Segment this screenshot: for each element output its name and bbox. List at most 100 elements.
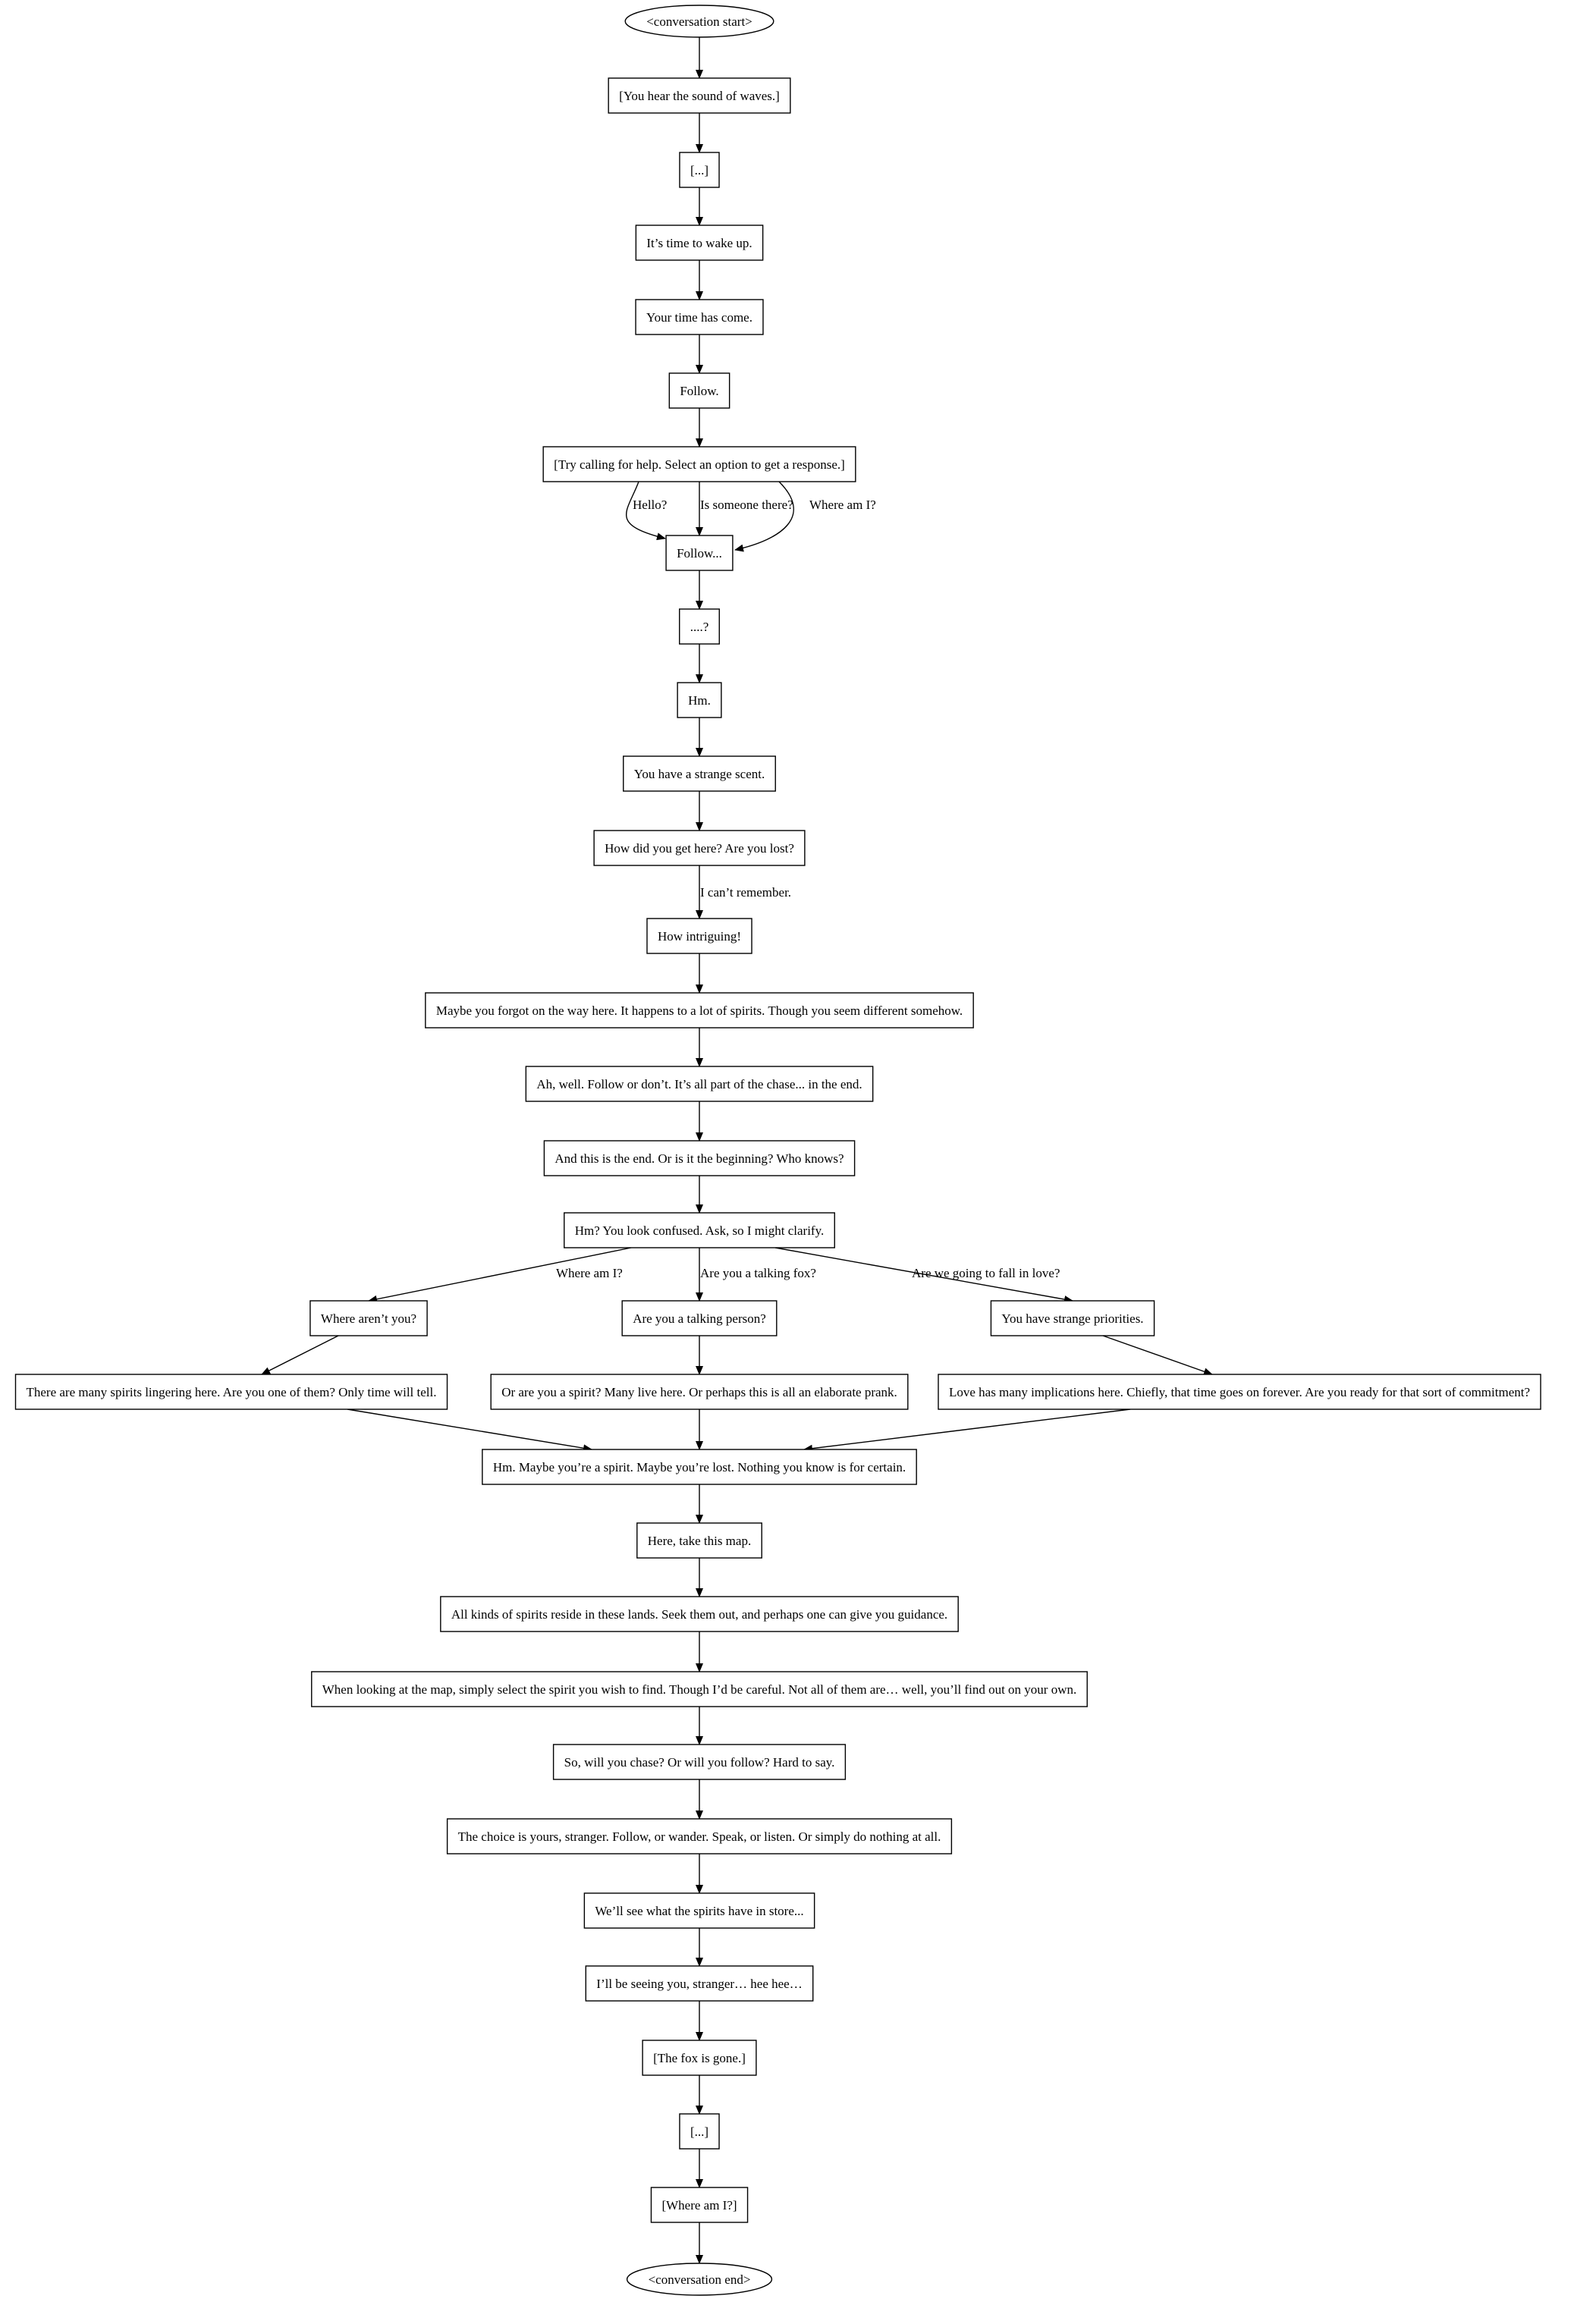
dialogue-node: [You hear the sound of waves.] bbox=[608, 77, 791, 114]
conversation-start-node: <conversation start> bbox=[624, 5, 774, 38]
node-label: We’ll see what the spirits have in store… bbox=[595, 1904, 803, 1918]
node-box bbox=[593, 830, 806, 866]
terminal-ellipse bbox=[626, 2263, 773, 2296]
dialogue-node: You have a strange scent. bbox=[623, 755, 776, 792]
node-box bbox=[650, 2187, 749, 2223]
node-label: Are you a talking person? bbox=[633, 1311, 766, 1326]
node-box bbox=[679, 608, 720, 645]
node-label: Follow. bbox=[680, 384, 718, 398]
node-label: The choice is yours, stranger. Follow, o… bbox=[458, 1829, 941, 1844]
node-box bbox=[635, 225, 764, 261]
dialogue-node: Your time has come. bbox=[635, 299, 764, 335]
node-box bbox=[585, 1965, 814, 2002]
edge-labels: Hello?Is someone there?Where am I?I can’… bbox=[556, 498, 1060, 1280]
dialogue-node: The choice is yours, stranger. Follow, o… bbox=[446, 1818, 953, 1854]
edge-label: Are we going to fall in love? bbox=[912, 1266, 1060, 1280]
node-label: Hm? You look confused. Ask, so I might c… bbox=[575, 1223, 825, 1238]
dialogue-node: [...] bbox=[679, 2113, 720, 2150]
node-label: It’s time to wake up. bbox=[646, 236, 752, 250]
node-box bbox=[440, 1596, 959, 1632]
dialogue-node: Or are you a spirit? Many live here. Or … bbox=[490, 1374, 909, 1410]
dialogue-node: [Where am I?] bbox=[650, 2187, 749, 2223]
node-label: You have strange priorities. bbox=[1001, 1311, 1143, 1326]
dialogue-node: Hm? You look confused. Ask, so I might c… bbox=[564, 1212, 835, 1248]
edge-arrow bbox=[803, 1409, 1131, 1452]
dialogue-node: ....? bbox=[679, 608, 720, 645]
dialogue-node: [...] bbox=[679, 152, 720, 188]
node-box bbox=[542, 446, 856, 482]
node-box bbox=[668, 372, 730, 409]
edge-label: Are you a talking fox? bbox=[700, 1266, 816, 1280]
node-label: [...] bbox=[690, 2125, 708, 2139]
node-label: Maybe you forgot on the way here. It hap… bbox=[436, 1003, 963, 1018]
edge-label: I can’t remember. bbox=[700, 885, 791, 900]
node-box bbox=[564, 1212, 835, 1248]
node-box bbox=[583, 1892, 815, 1929]
edge-arrow bbox=[1102, 1335, 1213, 1376]
node-label: ....? bbox=[690, 620, 709, 634]
node-box bbox=[425, 992, 974, 1029]
dialogue-node: When looking at the map, simply select t… bbox=[311, 1671, 1088, 1707]
edge-arrow bbox=[368, 1247, 632, 1303]
edge-arrow bbox=[261, 1335, 339, 1375]
node-label: How did you get here? Are you lost? bbox=[605, 841, 794, 856]
node-label: [The fox is gone.] bbox=[653, 2051, 746, 2065]
dialogue-node: Ah, well. Follow or don’t. It’s all part… bbox=[525, 1066, 874, 1102]
node-box bbox=[623, 755, 776, 792]
node-label: Follow... bbox=[677, 546, 722, 561]
node-label: [You hear the sound of waves.] bbox=[619, 89, 780, 103]
dialogue-node: Love has many implications here. Chiefly… bbox=[938, 1374, 1541, 1410]
dialogue-node: Are you a talking person? bbox=[621, 1300, 778, 1336]
dialogue-node: Where aren’t you? bbox=[309, 1300, 428, 1336]
edge-label: Hello? bbox=[633, 498, 667, 512]
node-label: All kinds of spirits reside in these lan… bbox=[451, 1607, 947, 1622]
node-box bbox=[665, 535, 734, 571]
node-label: So, will you chase? Or will you follow? … bbox=[564, 1755, 835, 1770]
dialogue-node: Here, take this map. bbox=[636, 1522, 762, 1559]
dialogue-node: Follow. bbox=[668, 372, 730, 409]
node-box bbox=[446, 1818, 953, 1854]
node-box bbox=[636, 1522, 762, 1559]
edge-arrow bbox=[774, 1247, 1073, 1303]
node-label: [Where am I?] bbox=[661, 2198, 737, 2212]
node-box bbox=[490, 1374, 909, 1410]
node-box bbox=[482, 1449, 917, 1485]
dialogue-node: And this is the end. Or is it the beginn… bbox=[543, 1140, 856, 1176]
dialogue-node: How did you get here? Are you lost? bbox=[593, 830, 806, 866]
dialogue-node: Follow... bbox=[665, 535, 734, 571]
dialogue-node: There are many spirits lingering here. A… bbox=[14, 1374, 448, 1410]
dialogue-node: Maybe you forgot on the way here. It hap… bbox=[425, 992, 974, 1029]
node-label: There are many spirits lingering here. A… bbox=[26, 1385, 436, 1399]
edges bbox=[261, 37, 1213, 2264]
node-box bbox=[543, 1140, 856, 1176]
node-label: You have a strange scent. bbox=[634, 767, 765, 781]
node-label: Hm. bbox=[688, 693, 711, 708]
terminal-ellipse bbox=[624, 5, 774, 38]
node-label: Ah, well. Follow or don’t. It’s all part… bbox=[536, 1077, 862, 1091]
dialogue-node: Hm. Maybe you’re a spirit. Maybe you’re … bbox=[482, 1449, 917, 1485]
edge-label: Where am I? bbox=[809, 498, 876, 512]
dialogue-node: I’ll be seeing you, stranger… hee hee… bbox=[585, 1965, 814, 2002]
node-label: <conversation end> bbox=[649, 2272, 751, 2287]
dialogue-node: We’ll see what the spirits have in store… bbox=[583, 1892, 815, 1929]
edge-arrow bbox=[734, 481, 794, 552]
node-label: Hm. Maybe you’re a spirit. Maybe you’re … bbox=[493, 1460, 906, 1474]
node-label: <conversation start> bbox=[646, 14, 752, 29]
edge-arrow bbox=[347, 1409, 592, 1452]
node-box bbox=[311, 1671, 1088, 1707]
node-label: Where aren’t you? bbox=[321, 1311, 416, 1326]
edge-arrow bbox=[625, 481, 666, 541]
node-box bbox=[309, 1300, 428, 1336]
node-box bbox=[677, 682, 722, 718]
node-box bbox=[552, 1744, 847, 1780]
node-box bbox=[679, 2113, 720, 2150]
node-box bbox=[938, 1374, 1541, 1410]
nodes: <conversation start> [You hear the sound … bbox=[14, 5, 1541, 2296]
node-label: Love has many implications here. Chiefly… bbox=[949, 1385, 1530, 1399]
node-label: How intriguing! bbox=[658, 929, 741, 944]
conversation-end-node: <conversation end> bbox=[626, 2263, 773, 2296]
dialogue-node: Hm. bbox=[677, 682, 722, 718]
dialogue-node: How intriguing! bbox=[646, 918, 752, 954]
node-box bbox=[646, 918, 752, 954]
